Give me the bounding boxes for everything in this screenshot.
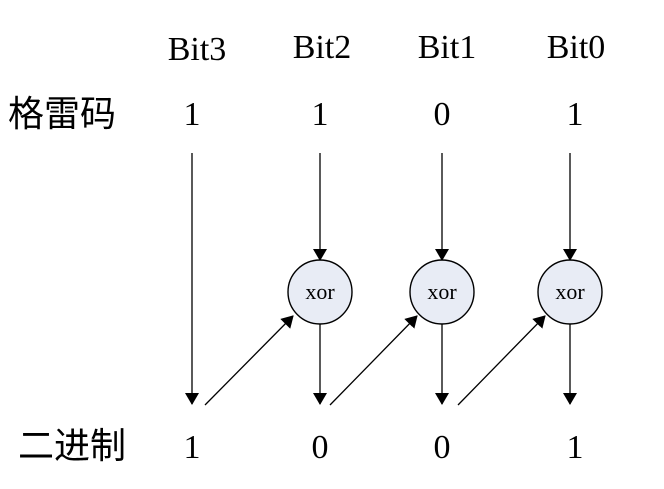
binary-bit1-value: 0 [434,429,451,466]
binary-bit2-value: 0 [312,429,329,466]
binary-bit0-value: 1 [567,429,584,466]
xor-gate-bit2: xor [287,259,353,325]
xor-gate-bit1-circle [409,259,475,325]
arrow-binary2-to-xor1 [329,315,418,406]
xor-gate-bit0-circle [537,259,603,325]
header-bit0: Bit0 [547,29,606,66]
arrow-binary1-to-xor0 [457,315,546,406]
header-bit1: Bit1 [418,29,477,66]
xor-gate-bit2-circle [287,259,353,325]
header-bit2: Bit2 [293,29,352,66]
xor-gate-bit1: xor [409,259,475,325]
xor-gate-bit2-label: xor [305,279,335,304]
xor-gate-bit1-label: xor [427,279,457,304]
binary-bit3-value: 1 [184,429,201,466]
arrow-binary3-to-xor2 [204,315,294,406]
gray-bit1-value: 0 [434,96,451,133]
gray-bit3-value: 1 [184,96,201,133]
gray-bit0-value: 1 [567,96,584,133]
xor-gate-bit0-label: xor [555,279,585,304]
xor-gate-bit0: xor [537,259,603,325]
row-label-gray-code: 格雷码 [8,94,116,134]
row-label-binary: 二进制 [18,426,126,466]
header-bit3: Bit3 [168,31,227,68]
gray-bit2-value: 1 [312,96,329,133]
